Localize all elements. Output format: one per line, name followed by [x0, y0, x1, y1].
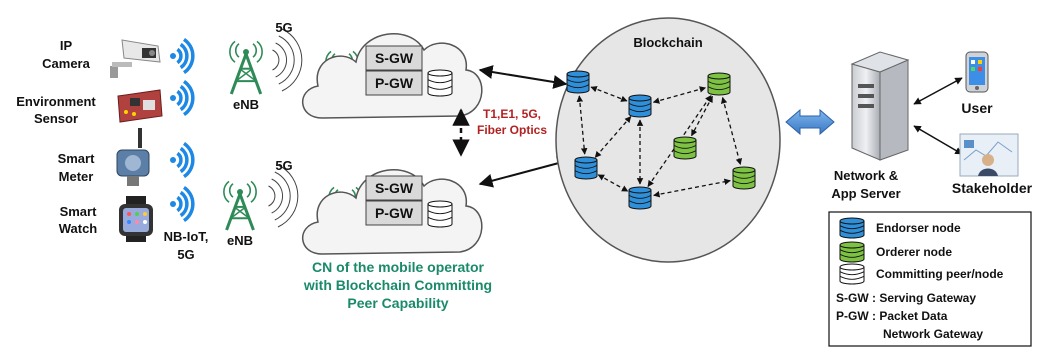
stakeholder-label: Stakeholder	[952, 180, 1033, 196]
endorser-node-e3	[574, 156, 598, 180]
blockchain-edge-o1-o3	[720, 96, 743, 166]
ip-camera-label: IP Camera	[42, 38, 90, 71]
sgw-box-bottom	[365, 175, 423, 201]
cn-caption-line2: with Blockchain Committing	[303, 277, 492, 293]
legend-sgw-definition: S-GW : Serving Gateway	[836, 291, 976, 305]
server-label-line1: Network &	[834, 168, 898, 183]
enb-top-label: eNB	[233, 97, 259, 112]
blockchain-edge-e1-e3	[576, 95, 588, 155]
radio-arcs-top	[272, 28, 303, 92]
smart-watch-label-line1: Smart	[60, 204, 98, 219]
sgw-box-top	[365, 45, 423, 71]
pgw-box-top	[365, 70, 423, 96]
blockchain-edges	[576, 86, 743, 198]
blockchain-edge-e2-e3	[594, 116, 632, 158]
committing-peer-bottom-icon	[427, 200, 453, 228]
legend-orderer-label: Orderer node	[876, 245, 952, 259]
server-label-line2: App Server	[831, 186, 900, 201]
radio-arcs-bottom	[268, 164, 299, 228]
server-stakeholder-arrow	[913, 125, 963, 155]
environment-sensor-label: Environment Sensor	[16, 94, 96, 126]
smartphone-icon	[965, 51, 989, 93]
legend-committing-icon	[839, 263, 865, 285]
orderer-node-o1	[707, 72, 731, 96]
enb-top-band-label: 5G	[275, 20, 292, 35]
wifi-icon-meter	[170, 141, 195, 179]
environment-sensor-label-line2: Sensor	[34, 111, 78, 126]
endorser-node-e2	[628, 94, 652, 118]
enb-tower-bottom-icon	[223, 180, 257, 231]
access-tech-label-line1: NB-IoT,	[164, 229, 209, 244]
cn-caption-line3: Peer Capability	[347, 295, 448, 311]
ip-camera-label-line1: IP	[60, 38, 73, 53]
link-label-line1: T1,E1, 5G,	[483, 107, 541, 121]
environment-sensor-label-line1: Environment	[16, 94, 96, 109]
link-arrow-top	[478, 65, 568, 89]
access-tech-label: NB-IoT, 5G	[164, 229, 209, 262]
link-label-line2: Fiber Optics	[477, 123, 547, 137]
smart-meter-label-line2: Meter	[59, 169, 94, 184]
pgw-label-bottom: P-GW	[375, 205, 414, 221]
legend-pgw-definition-line1: P-GW : Packet Data	[836, 309, 948, 323]
endorser-node-e1	[566, 70, 590, 94]
enb-tower-top-icon	[229, 40, 263, 95]
smart-watch-icon	[119, 196, 153, 242]
wireless-signal-icons	[170, 37, 195, 223]
legend-pgw-definition-line2: Network Gateway	[883, 327, 983, 341]
legend-endorser-icon	[839, 217, 865, 239]
blockchain-network-circle	[555, 17, 781, 263]
blockchain-title: Blockchain	[633, 35, 702, 50]
wifi-icon-watch	[170, 185, 195, 223]
orderer-node-o2	[673, 136, 697, 160]
smart-watch-label: Smart Watch	[59, 204, 98, 236]
cn-caption-line1: CN of the mobile operator	[312, 259, 484, 275]
smart-meter-label: Smart Meter	[58, 151, 96, 184]
smart-meter-label-line1: Smart	[58, 151, 96, 166]
link-arrow-bottom	[478, 156, 572, 188]
wifi-icon-sensor	[170, 79, 195, 117]
user-label: User	[961, 100, 993, 116]
blockchain-edge-e4-o3	[653, 178, 731, 198]
server-user-arrow	[913, 77, 963, 105]
access-tech-label-line2: 5G	[177, 247, 194, 262]
ip-camera-icon	[110, 39, 161, 78]
enb-bottom-band-label: 5G	[275, 158, 292, 173]
blockchain-edge-e4-o1	[647, 94, 712, 188]
committing-peer-top-icon	[427, 69, 453, 97]
server-icon	[850, 51, 910, 161]
endorser-node-e4	[628, 186, 652, 210]
pgw-box-bottom	[365, 200, 423, 226]
smart-meter-icon	[116, 128, 150, 186]
blockchain-edge-e3-e4	[597, 174, 629, 192]
stakeholder-icon	[959, 133, 1019, 177]
legend-icons	[839, 217, 865, 285]
legend-orderer-icon	[839, 241, 865, 263]
smart-watch-label-line2: Watch	[59, 221, 98, 236]
cloud-committing-peers	[427, 69, 453, 228]
sgw-label-top: S-GW	[375, 50, 414, 66]
server-link-arrow	[785, 108, 835, 136]
pgw-label-top: P-GW	[375, 75, 414, 91]
blockchain-nodes	[566, 70, 756, 210]
orderer-node-o3	[732, 166, 756, 190]
wifi-icon-camera	[170, 37, 195, 75]
environment-sensor-icon	[117, 89, 163, 123]
legend-committing-label: Committing peer/node	[876, 267, 1004, 281]
ip-camera-label-line2: Camera	[42, 56, 90, 71]
sgw-label-bottom: S-GW	[375, 180, 414, 196]
legend-endorser-label: Endorser node	[876, 221, 961, 235]
enb-bottom-label: eNB	[227, 233, 253, 248]
